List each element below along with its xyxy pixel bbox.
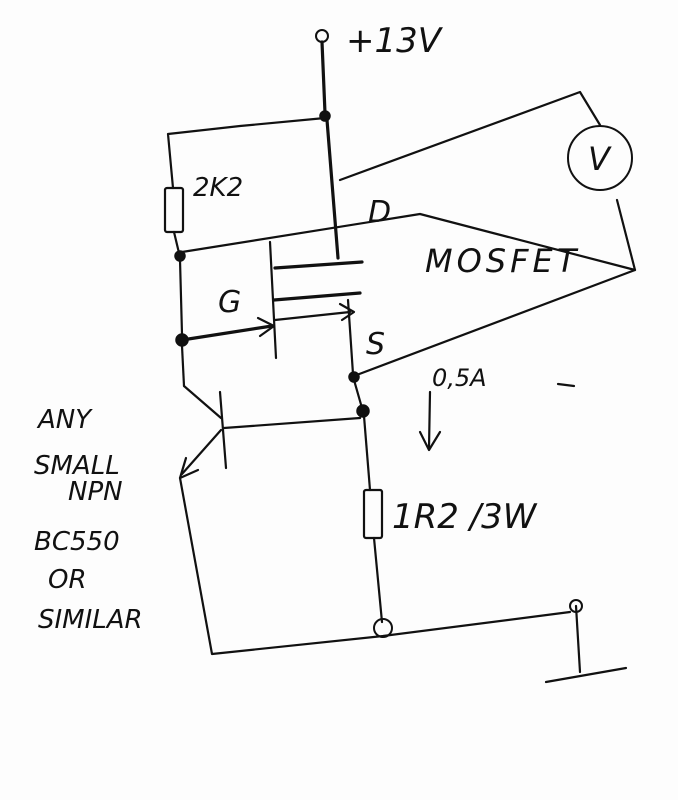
current-label: 0,5A [432, 364, 487, 392]
note-line-4: BC550 [34, 527, 120, 557]
gate-label: G [218, 285, 241, 320]
npn-collector-drop [180, 344, 186, 388]
npn-base-bar [218, 390, 228, 470]
stray-mark [556, 382, 576, 388]
ground-symbol [544, 666, 628, 684]
source-to-sense-wire [352, 378, 364, 410]
sense-node [356, 404, 370, 418]
resistor-1r2-body [362, 488, 384, 540]
drain-wire [325, 118, 340, 260]
mosfet-source-plate [272, 291, 362, 302]
sense-resistor-top-lead [362, 414, 372, 492]
supply-label: +13V [346, 21, 444, 61]
mosfet-drain-plate [273, 260, 364, 270]
ground-rail [178, 476, 572, 656]
npn-emitter [180, 428, 223, 476]
resistor-2k2: 2K2 [163, 173, 243, 234]
current-arrow-head [418, 430, 442, 452]
mosfet-gate-plate [268, 240, 278, 360]
meter-upper-wire [338, 90, 602, 182]
top-left-wire [166, 116, 327, 190]
transistor-note: ANY SMALL NPN BC550 OR SIMILAR [34, 405, 143, 635]
note-line-6: SIMILAR [38, 605, 143, 635]
note-line-5: OR [48, 565, 87, 595]
gate-pullup-wire [178, 258, 184, 336]
voltmeter: V [567, 125, 633, 191]
supply-rail: +13V [315, 21, 444, 122]
note-line-2: SMALL [34, 451, 120, 481]
current-annotation: 0,5A [418, 364, 487, 452]
drain-label: D [368, 195, 391, 230]
ground-terminal [569, 599, 583, 613]
resistor-2k2-label: 2K2 [193, 173, 243, 203]
sense-resistor-bottom-lead [372, 536, 384, 624]
meter-source-wire [352, 268, 637, 378]
supply-terminal [315, 29, 329, 43]
resistor-2k2-body [163, 186, 185, 234]
voltmeter-body [567, 125, 633, 191]
npn-collector [182, 384, 223, 420]
note-line-3: NPN [68, 477, 123, 507]
voltmeter-label: V [588, 140, 612, 178]
npn-transistor [178, 344, 362, 480]
mosfet-arrow-head [338, 302, 356, 322]
resistor-2k2-lead [172, 230, 181, 255]
mosfet-symbol: MOSFET [268, 240, 580, 360]
note-line-1: ANY [36, 405, 93, 435]
mosfet-arrow-line [273, 310, 352, 322]
gate-arrow [256, 316, 276, 338]
mosfet-label: MOSFET [425, 242, 580, 280]
resistor-1r2-label: 1R2 /3W [392, 497, 538, 537]
gate-wire [180, 324, 274, 342]
supply-wire [320, 40, 327, 115]
current-arrow-shaft [427, 390, 432, 450]
source-wire [346, 298, 355, 376]
ground-drop [574, 604, 582, 674]
npn-base-wire [222, 416, 362, 430]
meter-lower-wire [180, 198, 637, 272]
source-label: S [366, 327, 385, 362]
resistor-1r2: 1R2 /3W [362, 488, 538, 540]
npn-emitter-arrow [178, 456, 200, 480]
